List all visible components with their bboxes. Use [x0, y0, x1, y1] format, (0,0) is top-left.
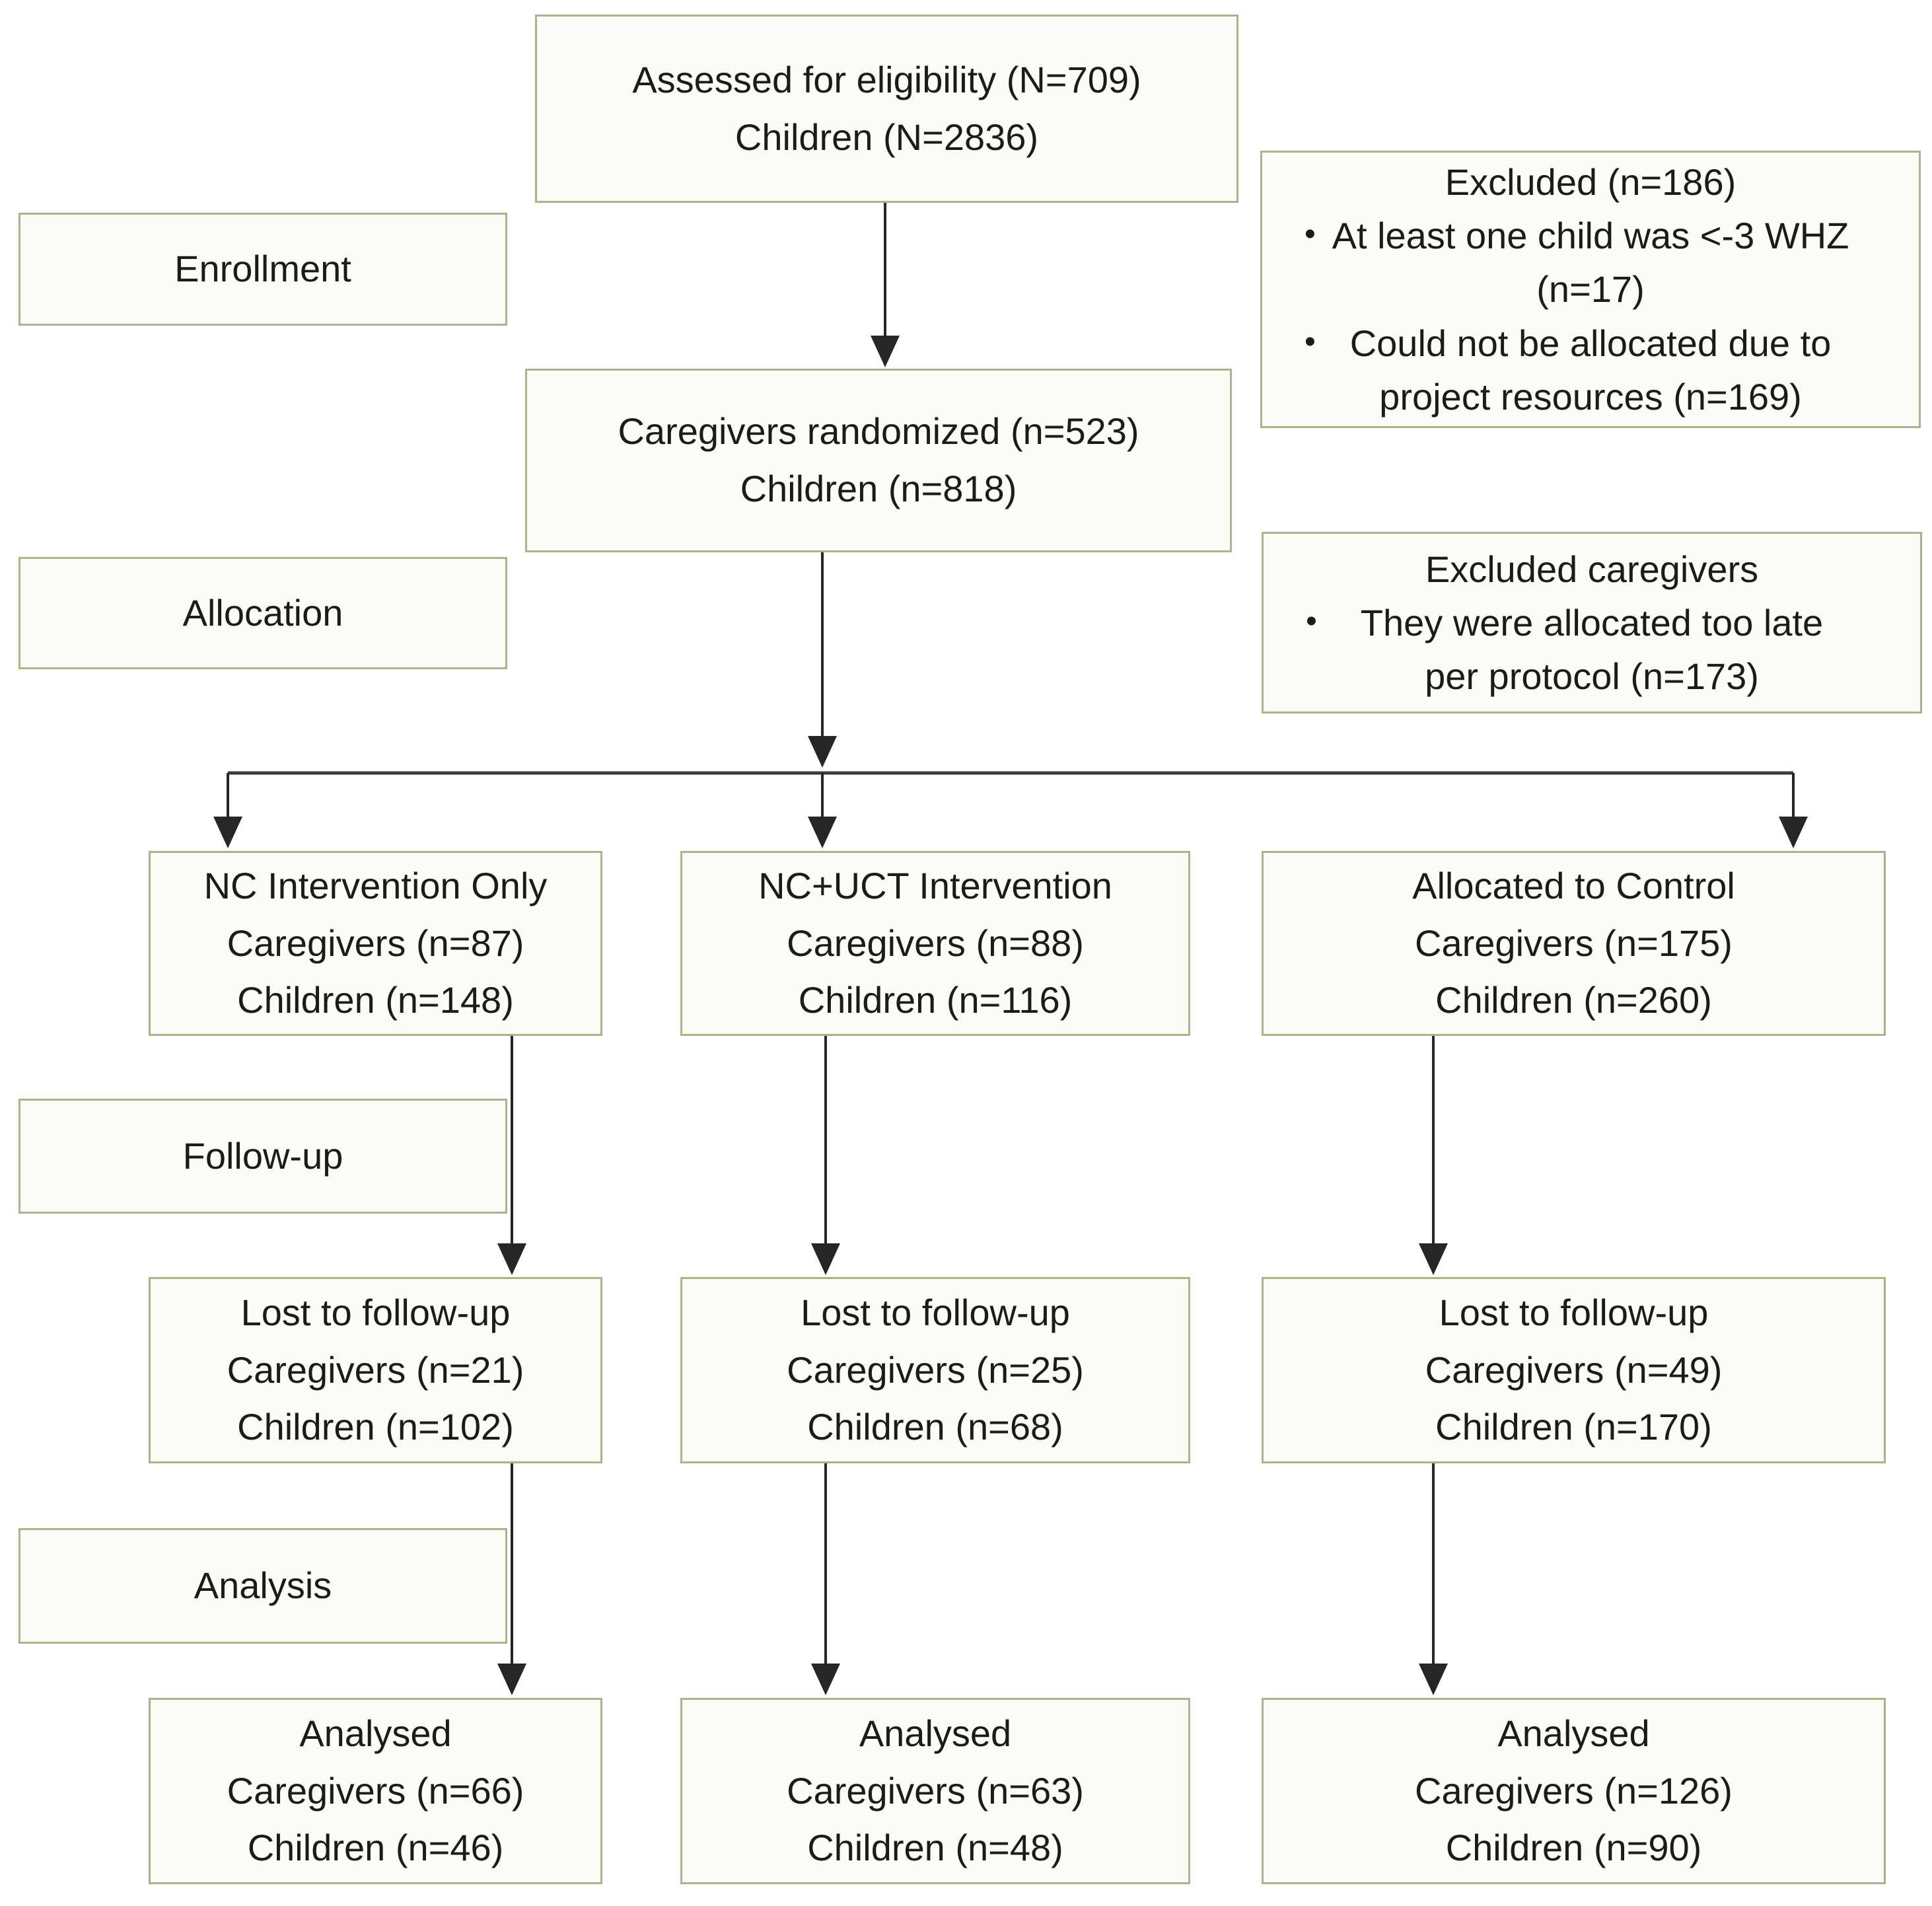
lost-ncuct-box: Lost to follow-up Caregivers (n=25) Chil… — [680, 1277, 1190, 1463]
lost-ncuct-line-2: Caregivers (n=25) — [787, 1348, 1084, 1391]
lost-control-line-1: Lost to follow-up — [1439, 1291, 1709, 1333]
assessed-line-2: Children (N=2836) — [734, 116, 1039, 158]
analysed-ncuct-line-3: Children (n=48) — [807, 1827, 1063, 1869]
arrowhead-branch-to-arm-nc — [213, 817, 242, 848]
lost-nc-line-2: Caregivers (n=21) — [227, 1348, 524, 1391]
excluded-bullet-2-line-2: project resources (n=169) — [1379, 375, 1802, 418]
arm-ncuct-box: NC+UCT Intervention Caregivers (n=88) Ch… — [680, 851, 1190, 1036]
excluded-bullet-1: • At least one child was <-3 WHZ (n=17) — [1281, 209, 1900, 316]
lost-nc-line-3: Children (n=102) — [237, 1406, 514, 1448]
arm-nc-line-3: Children (n=148) — [237, 979, 514, 1021]
randomized-line-2: Children (n=818) — [740, 468, 1017, 509]
stage-label-followup: Follow-up — [18, 1099, 507, 1214]
excluded-caregivers-title: Excluded caregivers — [1425, 548, 1759, 590]
arrowhead-randomized-to-branch — [808, 736, 837, 768]
assessed-box: Assessed for eligibility (N=709) Childre… — [535, 15, 1238, 203]
arm-control-line-1: Allocated to Control — [1412, 864, 1735, 906]
arrowhead-arm-control-to-lost — [1419, 1243, 1448, 1275]
analysed-nc-line-1: Analysed — [299, 1712, 452, 1754]
arrowhead-assessed-to-randomized — [871, 336, 900, 367]
allocation-label: Allocation — [182, 591, 343, 634]
arm-ncuct-line-2: Caregivers (n=88) — [787, 922, 1084, 964]
stage-label-allocation: Allocation — [18, 557, 507, 669]
analysed-ncuct-box: Analysed Caregivers (n=63) Children (n=4… — [680, 1698, 1190, 1884]
analysed-control-box: Analysed Caregivers (n=126) Children (n=… — [1262, 1698, 1886, 1884]
stage-label-analysis: Analysis — [18, 1528, 507, 1644]
excluded-bullet-2-line-1: Could not be allocated due to — [1349, 322, 1832, 364]
excluded-caregivers-bullet-1-line-1: They were allocated too late — [1360, 601, 1824, 643]
arrowhead-lost-nc-to-analysed — [497, 1664, 526, 1695]
randomized-box: Caregivers randomized (n=523) Children (… — [525, 369, 1232, 552]
arrowhead-branch-to-arm-ncuct — [808, 817, 837, 848]
lost-ncuct-line-1: Lost to follow-up — [801, 1291, 1070, 1333]
followup-label: Follow-up — [182, 1134, 343, 1177]
lost-control-line-3: Children (n=170) — [1435, 1406, 1712, 1448]
analysed-nc-box: Analysed Caregivers (n=66) Children (n=4… — [149, 1698, 602, 1884]
analysed-nc-line-3: Children (n=46) — [247, 1827, 504, 1869]
excluded-caregivers-bullet-1: • They were allocated too late per proto… — [1282, 596, 1902, 703]
arm-ncuct-line-3: Children (n=116) — [798, 979, 1073, 1021]
lost-control-box: Lost to follow-up Caregivers (n=49) Chil… — [1262, 1277, 1886, 1463]
analysed-nc-line-2: Caregivers (n=66) — [227, 1769, 524, 1812]
arm-nc-line-2: Caregivers (n=87) — [227, 922, 524, 964]
arrowhead-lost-ncuct-to-analysed — [811, 1664, 840, 1695]
enrollment-label: Enrollment — [174, 248, 351, 290]
analysed-control-line-3: Children (n=90) — [1445, 1827, 1702, 1869]
arm-control-line-2: Caregivers (n=175) — [1415, 922, 1733, 964]
excluded-caregivers-box: Excluded caregivers • They were allocate… — [1262, 532, 1922, 714]
bullet-icon: • — [1305, 217, 1316, 252]
lost-nc-line-1: Lost to follow-up — [240, 1291, 511, 1333]
bullet-icon: • — [1306, 603, 1317, 639]
bullet-icon: • — [1305, 324, 1316, 359]
stage-label-enrollment: Enrollment — [18, 213, 507, 326]
assessed-line-1: Assessed for eligibility (N=709) — [632, 58, 1141, 100]
excluded-title: Excluded (n=186) — [1445, 161, 1736, 203]
arm-ncuct-line-1: NC+UCT Intervention — [758, 864, 1112, 906]
analysed-control-line-1: Analysed — [1497, 1712, 1650, 1754]
arrowhead-arm-nc-to-lost — [497, 1243, 526, 1275]
arrowhead-arm-ncuct-to-lost — [811, 1243, 840, 1275]
analysis-label: Analysis — [194, 1564, 332, 1607]
excluded-box: Excluded (n=186) • At least one child wa… — [1260, 151, 1921, 428]
excluded-bullet-1-line-2: (n=17) — [1536, 268, 1645, 311]
arm-control-box: Allocated to Control Caregivers (n=175) … — [1262, 851, 1886, 1036]
excluded-bullet-1-line-1: At least one child was <-3 WHZ — [1332, 215, 1849, 257]
analysed-control-line-2: Caregivers (n=126) — [1415, 1769, 1733, 1812]
lost-control-line-2: Caregivers (n=49) — [1425, 1348, 1723, 1391]
arm-nc-line-1: NC Intervention Only — [203, 864, 548, 906]
excluded-caregivers-bullet-1-line-2: per protocol (n=173) — [1425, 655, 1759, 698]
arm-nc-box: NC Intervention Only Caregivers (n=87) C… — [149, 851, 602, 1036]
excluded-bullet-2: • Could not be allocated due to project … — [1281, 316, 1900, 423]
arrowhead-branch-to-arm-control — [1779, 817, 1808, 848]
analysed-ncuct-line-2: Caregivers (n=63) — [787, 1769, 1084, 1812]
randomized-line-1: Caregivers randomized (n=523) — [618, 410, 1139, 453]
lost-nc-box: Lost to follow-up Caregivers (n=21) Chil… — [149, 1277, 602, 1463]
analysed-ncuct-line-1: Analysed — [859, 1712, 1012, 1754]
arm-control-line-3: Children (n=260) — [1435, 979, 1712, 1021]
lost-ncuct-line-3: Children (n=68) — [807, 1406, 1063, 1448]
arrowhead-lost-control-to-analysed — [1419, 1664, 1448, 1695]
